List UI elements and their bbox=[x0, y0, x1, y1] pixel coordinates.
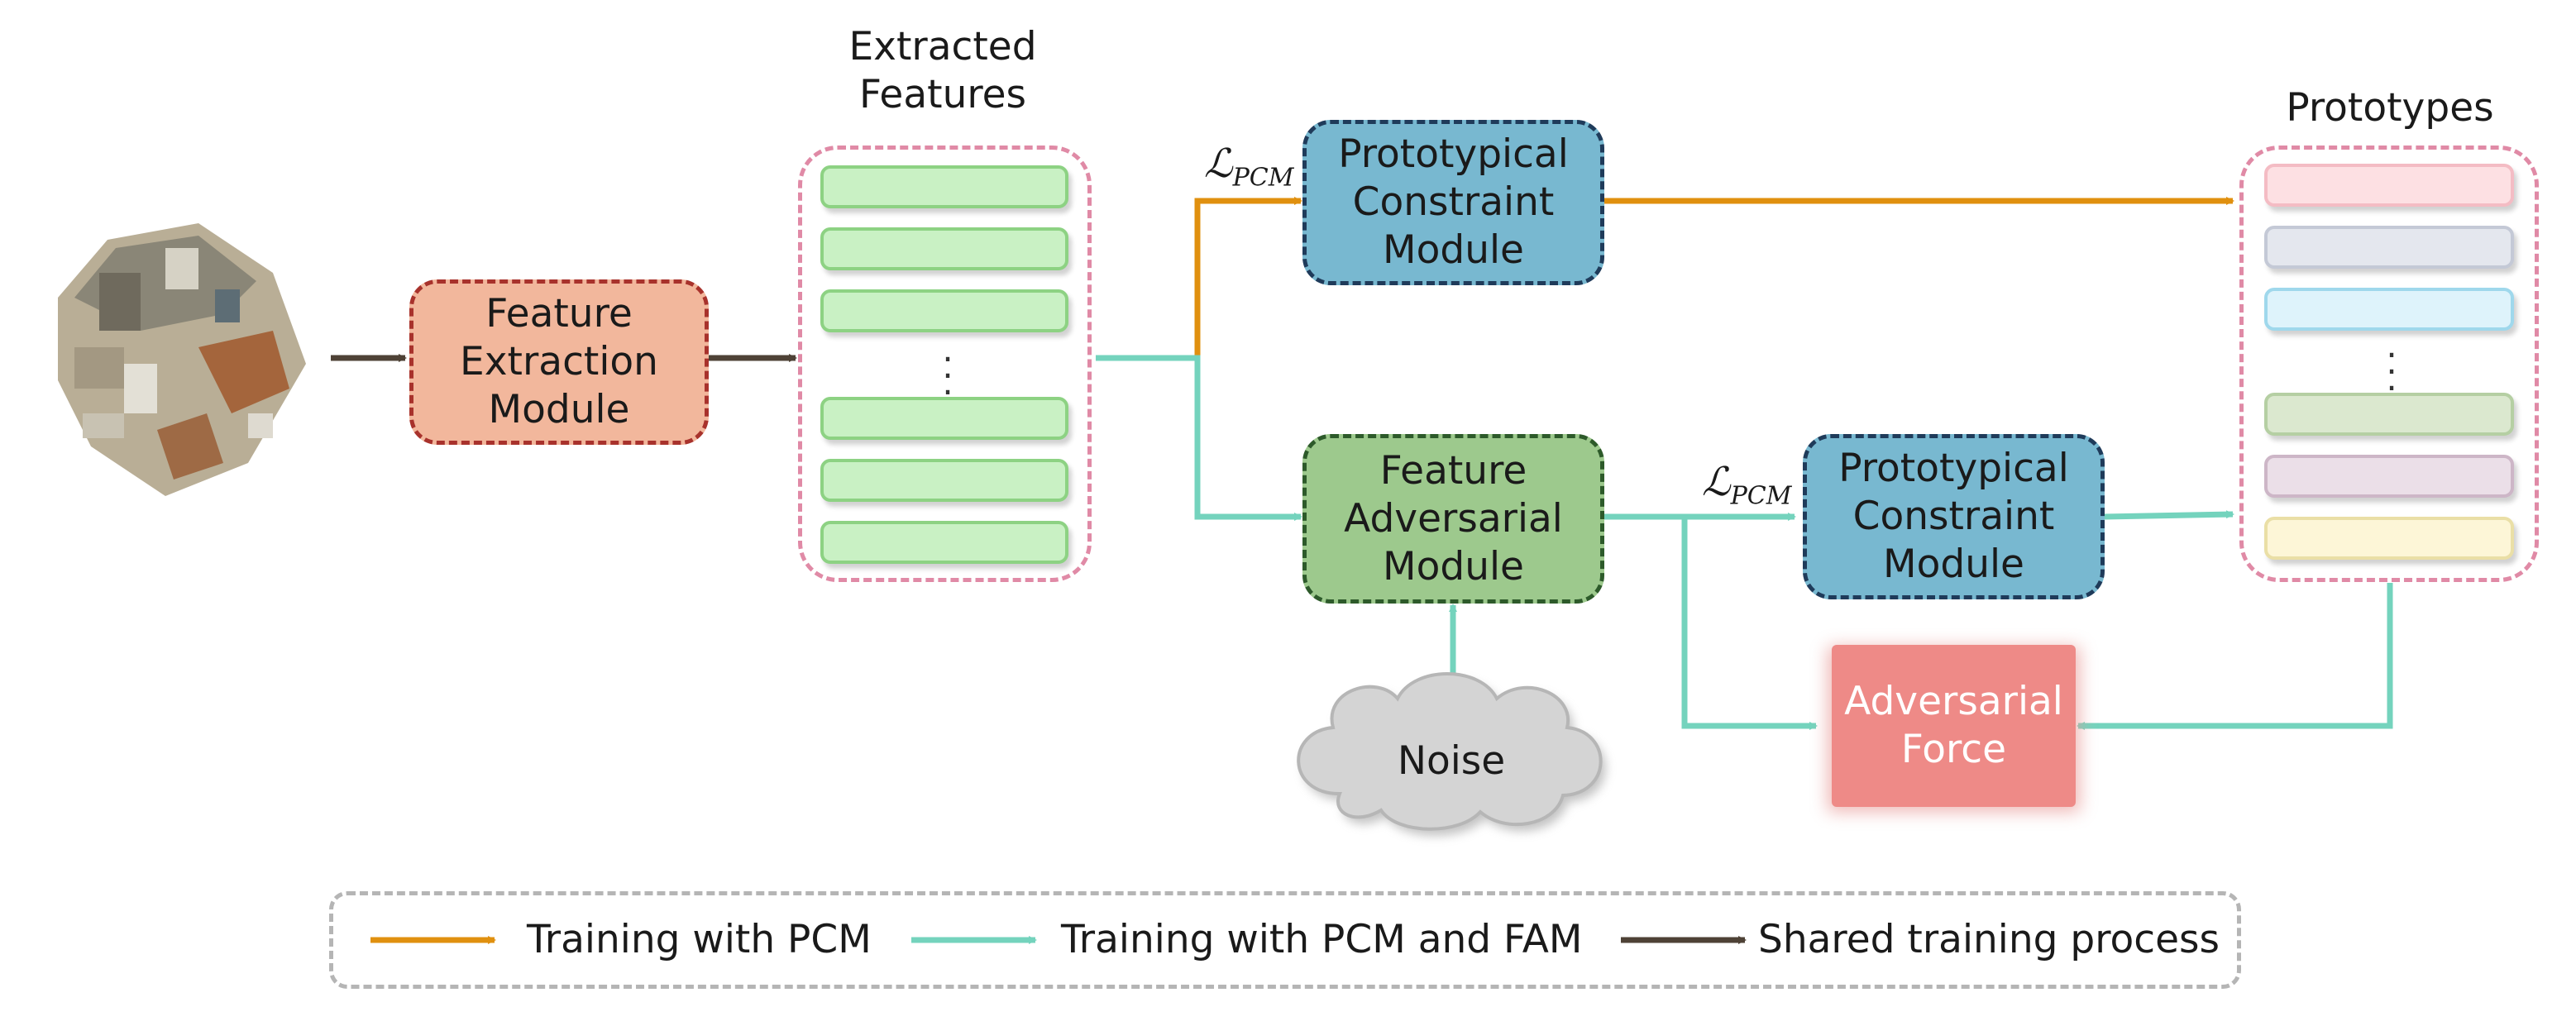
arrow-fam-to-adversarial-force bbox=[1681, 517, 1818, 730]
feature-adversarial-module-label: Feature Adversarial Module bbox=[1344, 447, 1563, 589]
feature-adversarial-module: Feature Adversarial Module bbox=[1302, 434, 1604, 604]
prototypical-constraint-module-top-label: Prototypical Constraint Module bbox=[1338, 131, 1569, 273]
prototype-bar bbox=[2264, 517, 2514, 560]
prototypical-constraint-module-bottom: Prototypical Constraint Module bbox=[1803, 434, 2105, 599]
legend-dark-label: Shared training process bbox=[1758, 917, 2220, 962]
arrow-features-to-fam bbox=[1096, 355, 1302, 521]
legend-teal-label: Training with PCM and FAM bbox=[1061, 917, 1583, 962]
prototype-bar bbox=[2264, 393, 2514, 436]
noise-label: Noise bbox=[1397, 738, 1506, 784]
feature-bar bbox=[820, 227, 1068, 270]
arrow-pcm-bottom-to-prototypes bbox=[2104, 510, 2234, 520]
feature-bar bbox=[820, 165, 1068, 208]
adversarial-force-box: Adversarial Force bbox=[1832, 645, 2076, 807]
feature-bar bbox=[820, 521, 1068, 564]
arrow-features-to-pcm-top bbox=[1096, 197, 1302, 361]
adversarial-force-label: Adversarial Force bbox=[1844, 679, 2063, 772]
feature-extraction-module: Feature Extraction Module bbox=[409, 279, 709, 445]
feature-ellipsis: ··· bbox=[942, 339, 953, 413]
prototypes-label: Prototypes bbox=[2286, 85, 2494, 131]
arrow-prototypes-to-adversarial-force bbox=[2077, 583, 2393, 730]
prototype-bar bbox=[2264, 288, 2514, 331]
feature-bar bbox=[820, 289, 1068, 332]
prototypes-group bbox=[2239, 146, 2539, 582]
legend bbox=[329, 891, 2241, 989]
3d-indoor-scene-icon bbox=[58, 223, 306, 496]
loss-pcm-bottom-label: ℒPCM bbox=[1702, 459, 1792, 511]
extracted-features-group bbox=[798, 146, 1092, 582]
prototypical-constraint-module-bottom-label: Prototypical Constraint Module bbox=[1838, 446, 2069, 587]
feature-extraction-module-label: Feature Extraction Module bbox=[460, 291, 658, 432]
feature-bar bbox=[820, 397, 1068, 440]
prototype-bar bbox=[2264, 164, 2514, 207]
prototype-bar bbox=[2264, 226, 2514, 269]
prototype-bar bbox=[2264, 455, 2514, 498]
legend-orange-label: Training with PCM bbox=[527, 917, 872, 962]
feature-bar bbox=[820, 459, 1068, 502]
cloud-icon bbox=[1297, 672, 1606, 836]
loss-pcm-top-label: ℒPCM bbox=[1204, 141, 1294, 193]
prototype-ellipsis: ··· bbox=[2386, 335, 2397, 408]
prototypical-constraint-module-top: Prototypical Constraint Module bbox=[1302, 120, 1604, 285]
extracted-features-label: Extracted Features bbox=[848, 24, 1037, 117]
